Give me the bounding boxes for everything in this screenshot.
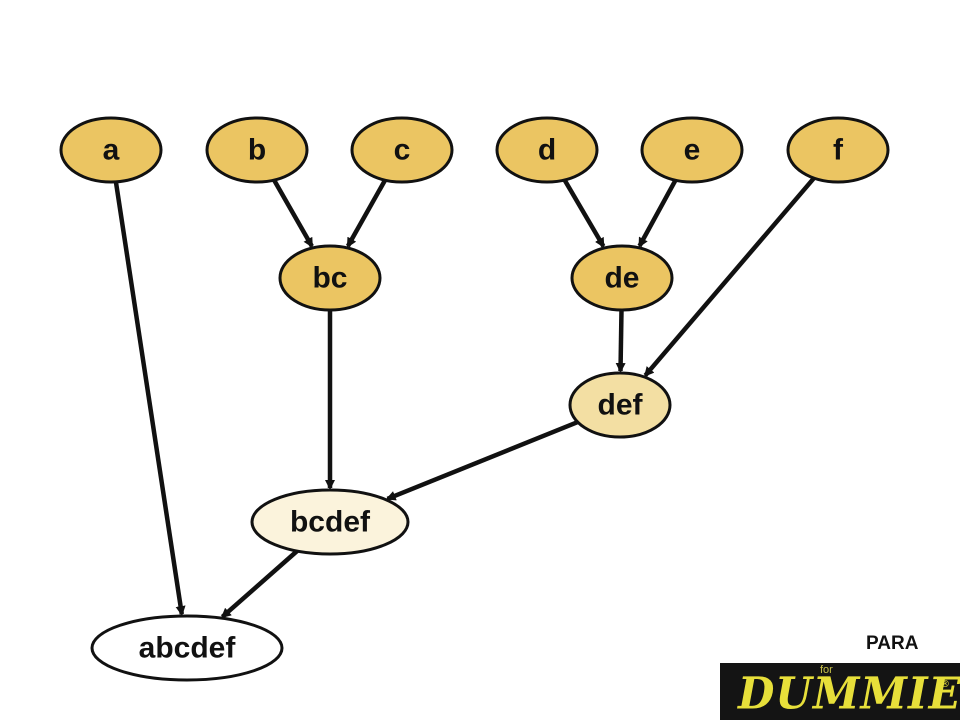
node-ellipse-d [495,116,599,184]
node-label-abcdef: abcdef [139,632,237,665]
edge-a-to-abcdef [113,181,186,617]
edge-f-to-def [643,176,816,377]
node-abcdef: abcdef [90,614,284,682]
node-a: a [59,116,163,184]
node-ellipse-bcdef [250,488,410,556]
edge-e-to-de [637,179,678,248]
logo-registered-mark: ® [940,679,950,690]
node-ellipse-c [350,116,454,184]
node-bcdef: bcdef [250,488,410,556]
node-ellipse-e [640,116,744,184]
edges-layer [113,176,816,619]
edge-d-to-de [562,178,606,249]
node-f: f [786,116,890,184]
dummies-logo: for DUMMIES ® [720,663,960,720]
node-ellipse-abcdef [90,614,284,682]
node-label-e: e [684,134,701,167]
node-label-a: a [103,134,120,167]
node-c: c [350,116,454,184]
edge-de-to-def [615,309,626,373]
node-b: b [205,116,309,184]
node-label-de: de [604,262,639,295]
node-label-d: d [538,134,556,167]
node-d: d [495,116,599,184]
edge-bcdef-to-abcdef [220,549,299,619]
node-label-f: f [833,134,844,167]
para-label: PARA [866,633,919,654]
node-label-bc: bc [312,262,347,295]
edge-b-to-bc [272,178,314,248]
node-de: de [570,244,674,312]
node-ellipse-bc [278,244,382,312]
node-e: e [640,116,744,184]
node-label-def: def [598,389,644,422]
node-ellipse-b [205,116,309,184]
node-def: def [568,371,672,439]
node-label-c: c [394,134,411,167]
node-ellipse-f [786,116,890,184]
node-label-bcdef: bcdef [290,506,371,539]
node-ellipse-def [568,371,672,439]
node-ellipse-de [570,244,674,312]
logo-prefix: for [820,664,833,676]
logo-brand: DUMMIES [738,667,960,720]
node-ellipse-a [59,116,163,184]
node-label-b: b [248,134,266,167]
edge-def-to-bcdef [385,420,579,501]
node-bc: bc [278,244,382,312]
edge-c-to-bc [345,178,388,248]
